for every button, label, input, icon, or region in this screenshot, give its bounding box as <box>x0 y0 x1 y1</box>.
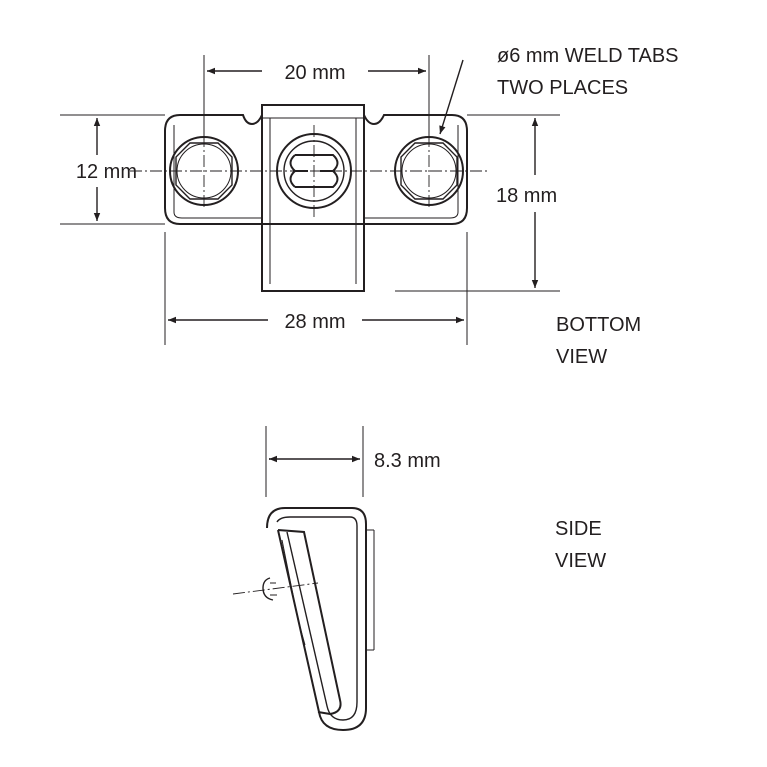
dimension-28mm-label: 28 mm <box>284 311 345 333</box>
weld-tab-side-icon <box>262 577 277 601</box>
dimension-20mm: 20 mm <box>207 62 426 84</box>
callout-line-2: TWO PLACES <box>497 77 628 99</box>
dimension-8-3mm: 8.3 mm <box>269 450 441 472</box>
callout-line-1: ø6 mm WELD TABS <box>497 45 679 67</box>
side-view: 8.3 mm SIDE VIEW <box>232 426 606 732</box>
dimension-18mm: 18 mm <box>496 118 557 288</box>
dimension-12mm: 12 mm <box>76 118 137 221</box>
clip-body <box>261 104 365 292</box>
dimension-18mm-label: 18 mm <box>496 185 557 207</box>
weld-tab-callout: ø6 mm WELD TABS TWO PLACES <box>439 45 679 135</box>
side-view-caption-line-2: VIEW <box>555 550 606 572</box>
clip-side-profile <box>266 507 375 732</box>
dimension-12mm-label: 12 mm <box>76 161 137 183</box>
bottom-view-caption-line-1: BOTTOM <box>556 314 641 336</box>
bottom-view-caption-line-2: VIEW <box>556 346 607 368</box>
side-centerline <box>232 582 319 595</box>
mounting-plate <box>164 104 468 225</box>
dimension-28mm: 28 mm <box>168 311 464 333</box>
dimension-20mm-label: 20 mm <box>284 62 345 84</box>
side-view-caption-line-1: SIDE <box>555 518 602 540</box>
dimension-8-3mm-label: 8.3 mm <box>374 450 441 472</box>
bottom-view: 20 mm 12 mm 18 mm 28 mm ø6 mm WELD TABS … <box>60 45 679 368</box>
